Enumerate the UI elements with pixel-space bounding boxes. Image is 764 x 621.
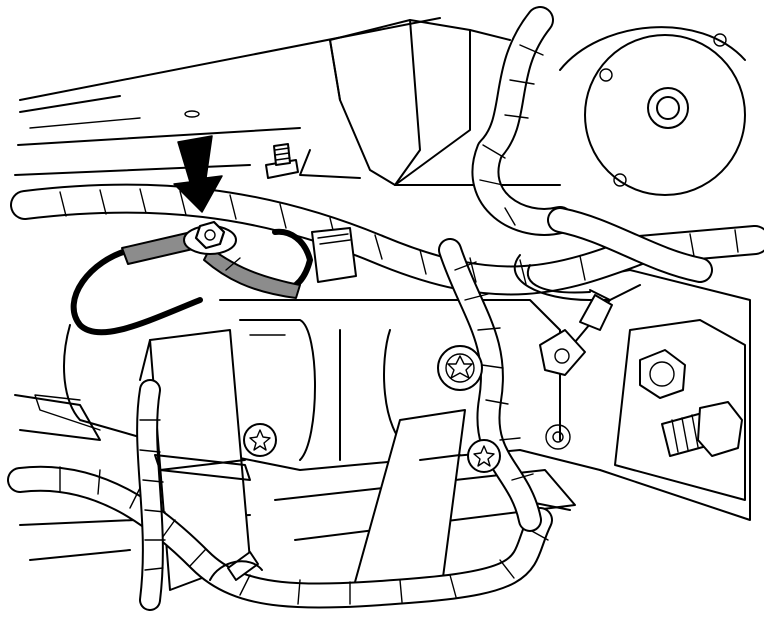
torx-bolt-lower-left (243, 423, 277, 457)
threaded-stud-right (661, 401, 743, 457)
transmission-housing (34, 299, 601, 471)
wire-loop-right (513, 254, 613, 376)
torx-bolt-lower-right (467, 439, 501, 473)
upper-harness-branch (471, 6, 574, 236)
firewall-panel (14, 17, 441, 176)
vertical-harness-center (438, 238, 542, 532)
cable-tie-lower (209, 551, 263, 581)
cylindrical-sensor-housing (559, 26, 746, 196)
vertical-harness-left (136, 379, 166, 611)
hex-nut-right-plate (639, 349, 686, 399)
hex-bolt-icon (194, 220, 226, 250)
harness-branch-right (547, 207, 713, 283)
ground-strap-sleeve-right (203, 247, 301, 299)
down-arrow-icon (173, 135, 223, 213)
stud-bolt-upper (265, 143, 299, 179)
harness-connector-plug (311, 227, 357, 283)
torx-bolt-icon (437, 345, 483, 391)
main-wiring-harness (10, 183, 764, 296)
cable-clamp-left (154, 454, 251, 481)
support-leg-right (349, 409, 466, 601)
lower-wiring-harness (7, 465, 553, 609)
